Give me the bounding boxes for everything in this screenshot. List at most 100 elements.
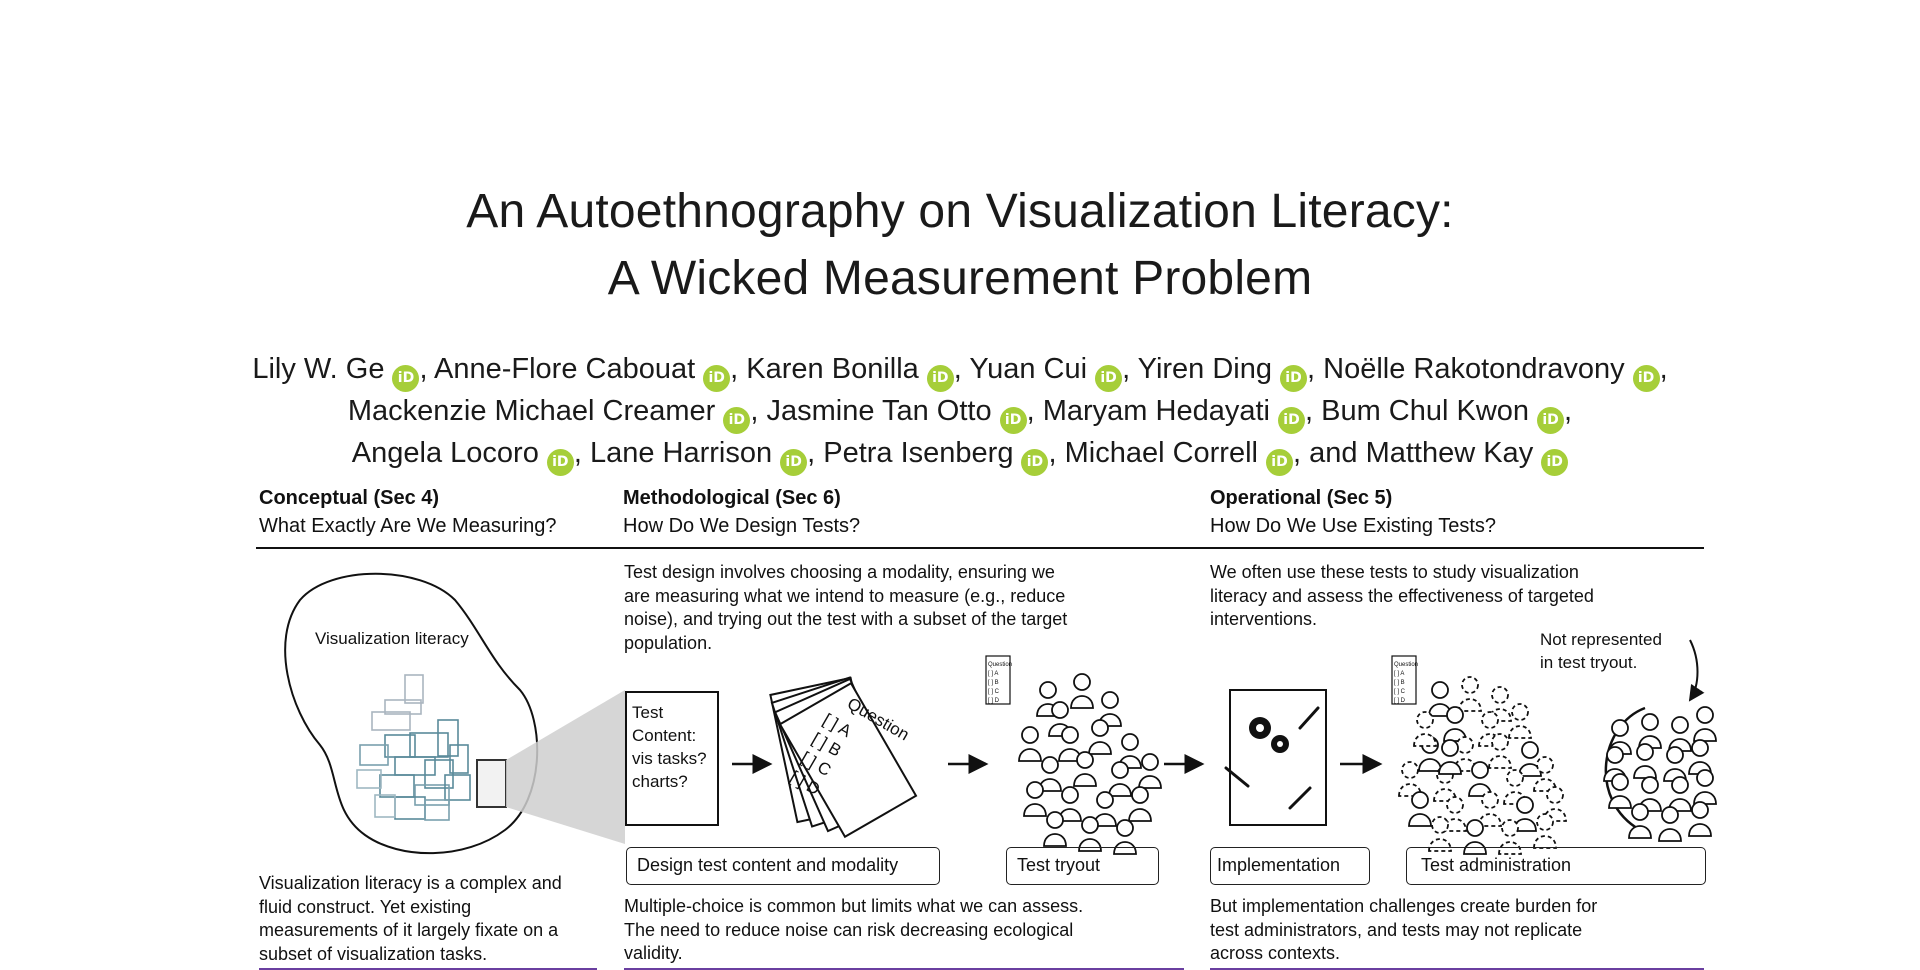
task-tile [384,699,422,715]
orcid-icon[interactable]: iD [723,407,751,434]
curved-arrow [1688,639,1705,702]
task-tile [374,794,396,818]
svg-text:[ ] C: [ ] C [988,689,1000,695]
person-icon [1668,716,1692,752]
person-icon [1018,726,1042,762]
task-tile [414,784,450,806]
section-conceptual-heading: Conceptual (Sec 4) What Exactly Are We M… [259,487,557,537]
task-tile [449,744,469,774]
orcid-icon[interactable]: iD [392,365,420,392]
person-icon [1070,673,1094,709]
person-icon [1658,806,1682,842]
person-icon [1073,751,1097,787]
design-step-label: Design test content and modality [626,847,940,885]
person-icon [1398,761,1422,797]
implementation-sheet [1229,689,1327,826]
orcid-icon[interactable]: iD [926,365,954,392]
section-divider [256,547,1704,549]
person-icon [1638,776,1662,812]
person-icon [1688,801,1712,837]
person-icon [1478,791,1502,827]
person-icon [1608,773,1632,809]
orcid-icon[interactable]: iD [1021,449,1049,476]
administration-crowd [1398,676,1567,855]
person-icon [1088,719,1112,755]
orcid-icon[interactable]: iD [1265,449,1293,476]
methodological-caption: Multiple-choice is common but limits wha… [624,896,1084,963]
test-content-line: vis tasks? [632,749,707,768]
orcid-icon[interactable]: iD [780,449,808,476]
person-icon [1428,681,1452,717]
test-content-line: Test [632,703,663,722]
svg-text:[ ] D: [ ] D [1394,698,1406,704]
person-icon [1463,819,1487,855]
orcid-icon[interactable]: iD [1541,449,1569,476]
operational-caption: But implementation challenges create bur… [1210,896,1598,963]
person-icon [1038,756,1062,792]
administration-step-label: Test administration [1406,847,1706,885]
person-icon [1443,796,1467,832]
task-tile [437,719,459,757]
paper-title: An Autoethnography on Visualization Lite… [0,178,1920,312]
orcid-icon[interactable]: iD [1095,365,1123,392]
title-line-2: A Wicked Measurement Problem [607,252,1313,305]
question-sheet-stack [769,676,918,839]
svg-text:[ ] D: [ ] D [988,698,1000,704]
task-tile [394,756,436,776]
person-icon [1688,739,1712,775]
orcid-icon[interactable]: iD [703,365,731,392]
orcid-icon[interactable]: iD [546,449,574,476]
gear-icon [1249,717,1289,753]
svg-text:in test tryout.: in test tryout. [1540,653,1637,672]
orcid-icon[interactable]: iD [999,407,1027,434]
person-icon [1633,743,1657,779]
person-icon [1458,676,1482,712]
bottom-rule [624,968,1184,970]
orcid-icon[interactable]: iD [1537,407,1565,434]
person-icon [1078,816,1102,852]
task-tile [379,774,415,798]
person-icon [1093,791,1117,827]
test-content-line: charts? [632,772,688,791]
svg-text:[ ] C: [ ] C [1394,689,1406,695]
excluded-crowd [1603,706,1717,842]
wrench-icon [1224,706,1320,810]
section-operational-heading: Operational (Sec 5) How Do We Use Existi… [1210,487,1497,537]
person-icon [1518,741,1542,777]
person-icon [1508,703,1532,739]
orcid-icon[interactable]: iD [1632,365,1660,392]
tryout-crowd [1018,673,1162,855]
orcid-icon[interactable]: iD [1277,407,1305,434]
svg-text:[ ] B: [ ] B [1394,680,1405,686]
person-icon [1408,791,1432,827]
person-icon [1438,739,1462,775]
person-icon [1023,781,1047,817]
implementation-step-label: Implementation [1210,847,1370,885]
task-tile [356,769,382,789]
svg-text:Question: Question [1394,662,1418,668]
person-icon [1663,746,1687,782]
svg-text:[ ] A: [ ] A [1394,671,1404,677]
svg-text:Not represented: Not represented [1540,630,1662,649]
task-tiles [356,674,471,821]
task-tile [371,711,411,731]
test-content-line: Content: [632,726,696,745]
person-icon [1108,761,1132,797]
orcid-icon[interactable]: iD [1280,365,1307,392]
conceptual-caption: Visualization literacy is a complex and … [259,873,562,964]
methodological-intro-text: Test design involves choosing a modality… [624,562,1068,653]
person-icon [1638,713,1662,749]
person-icon [1043,811,1067,847]
task-tile [394,796,426,820]
person-icon [1443,706,1467,742]
